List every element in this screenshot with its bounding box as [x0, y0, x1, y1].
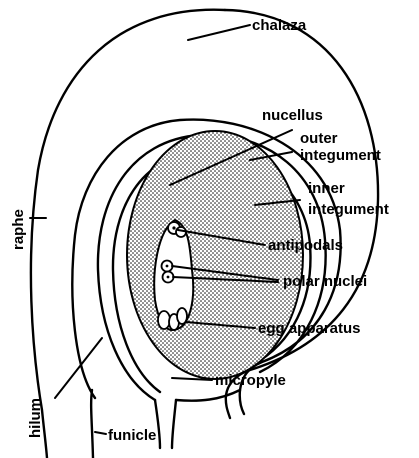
- label-polar-nuclei: polar nuclei: [283, 273, 367, 290]
- label-hilum: hilum: [27, 398, 44, 438]
- label-outer-integument-2: integument: [300, 147, 381, 164]
- label-outer-integument-1: outer: [300, 130, 338, 147]
- micropyle-channel: [155, 400, 176, 448]
- label-inner-integument-1: inner: [308, 180, 345, 197]
- label-raphe: raphe: [10, 209, 27, 250]
- label-inner-integument-2: integument: [308, 201, 389, 218]
- label-funicle: funicle: [108, 427, 156, 444]
- label-egg-apparatus: egg apparatus: [258, 320, 361, 337]
- leader-hilum: [55, 338, 102, 398]
- label-chalaza: chalaza: [252, 17, 307, 34]
- label-micropyle: micropyle: [215, 372, 286, 389]
- nucellus: [127, 131, 303, 379]
- micropyle-base: [176, 390, 240, 401]
- funicle-outline: [91, 390, 93, 458]
- label-nucellus: nucellus: [262, 107, 323, 124]
- leader-funicle: [95, 432, 106, 434]
- label-antipodals: antipodals: [268, 237, 343, 254]
- leader-chalaza: [188, 25, 250, 40]
